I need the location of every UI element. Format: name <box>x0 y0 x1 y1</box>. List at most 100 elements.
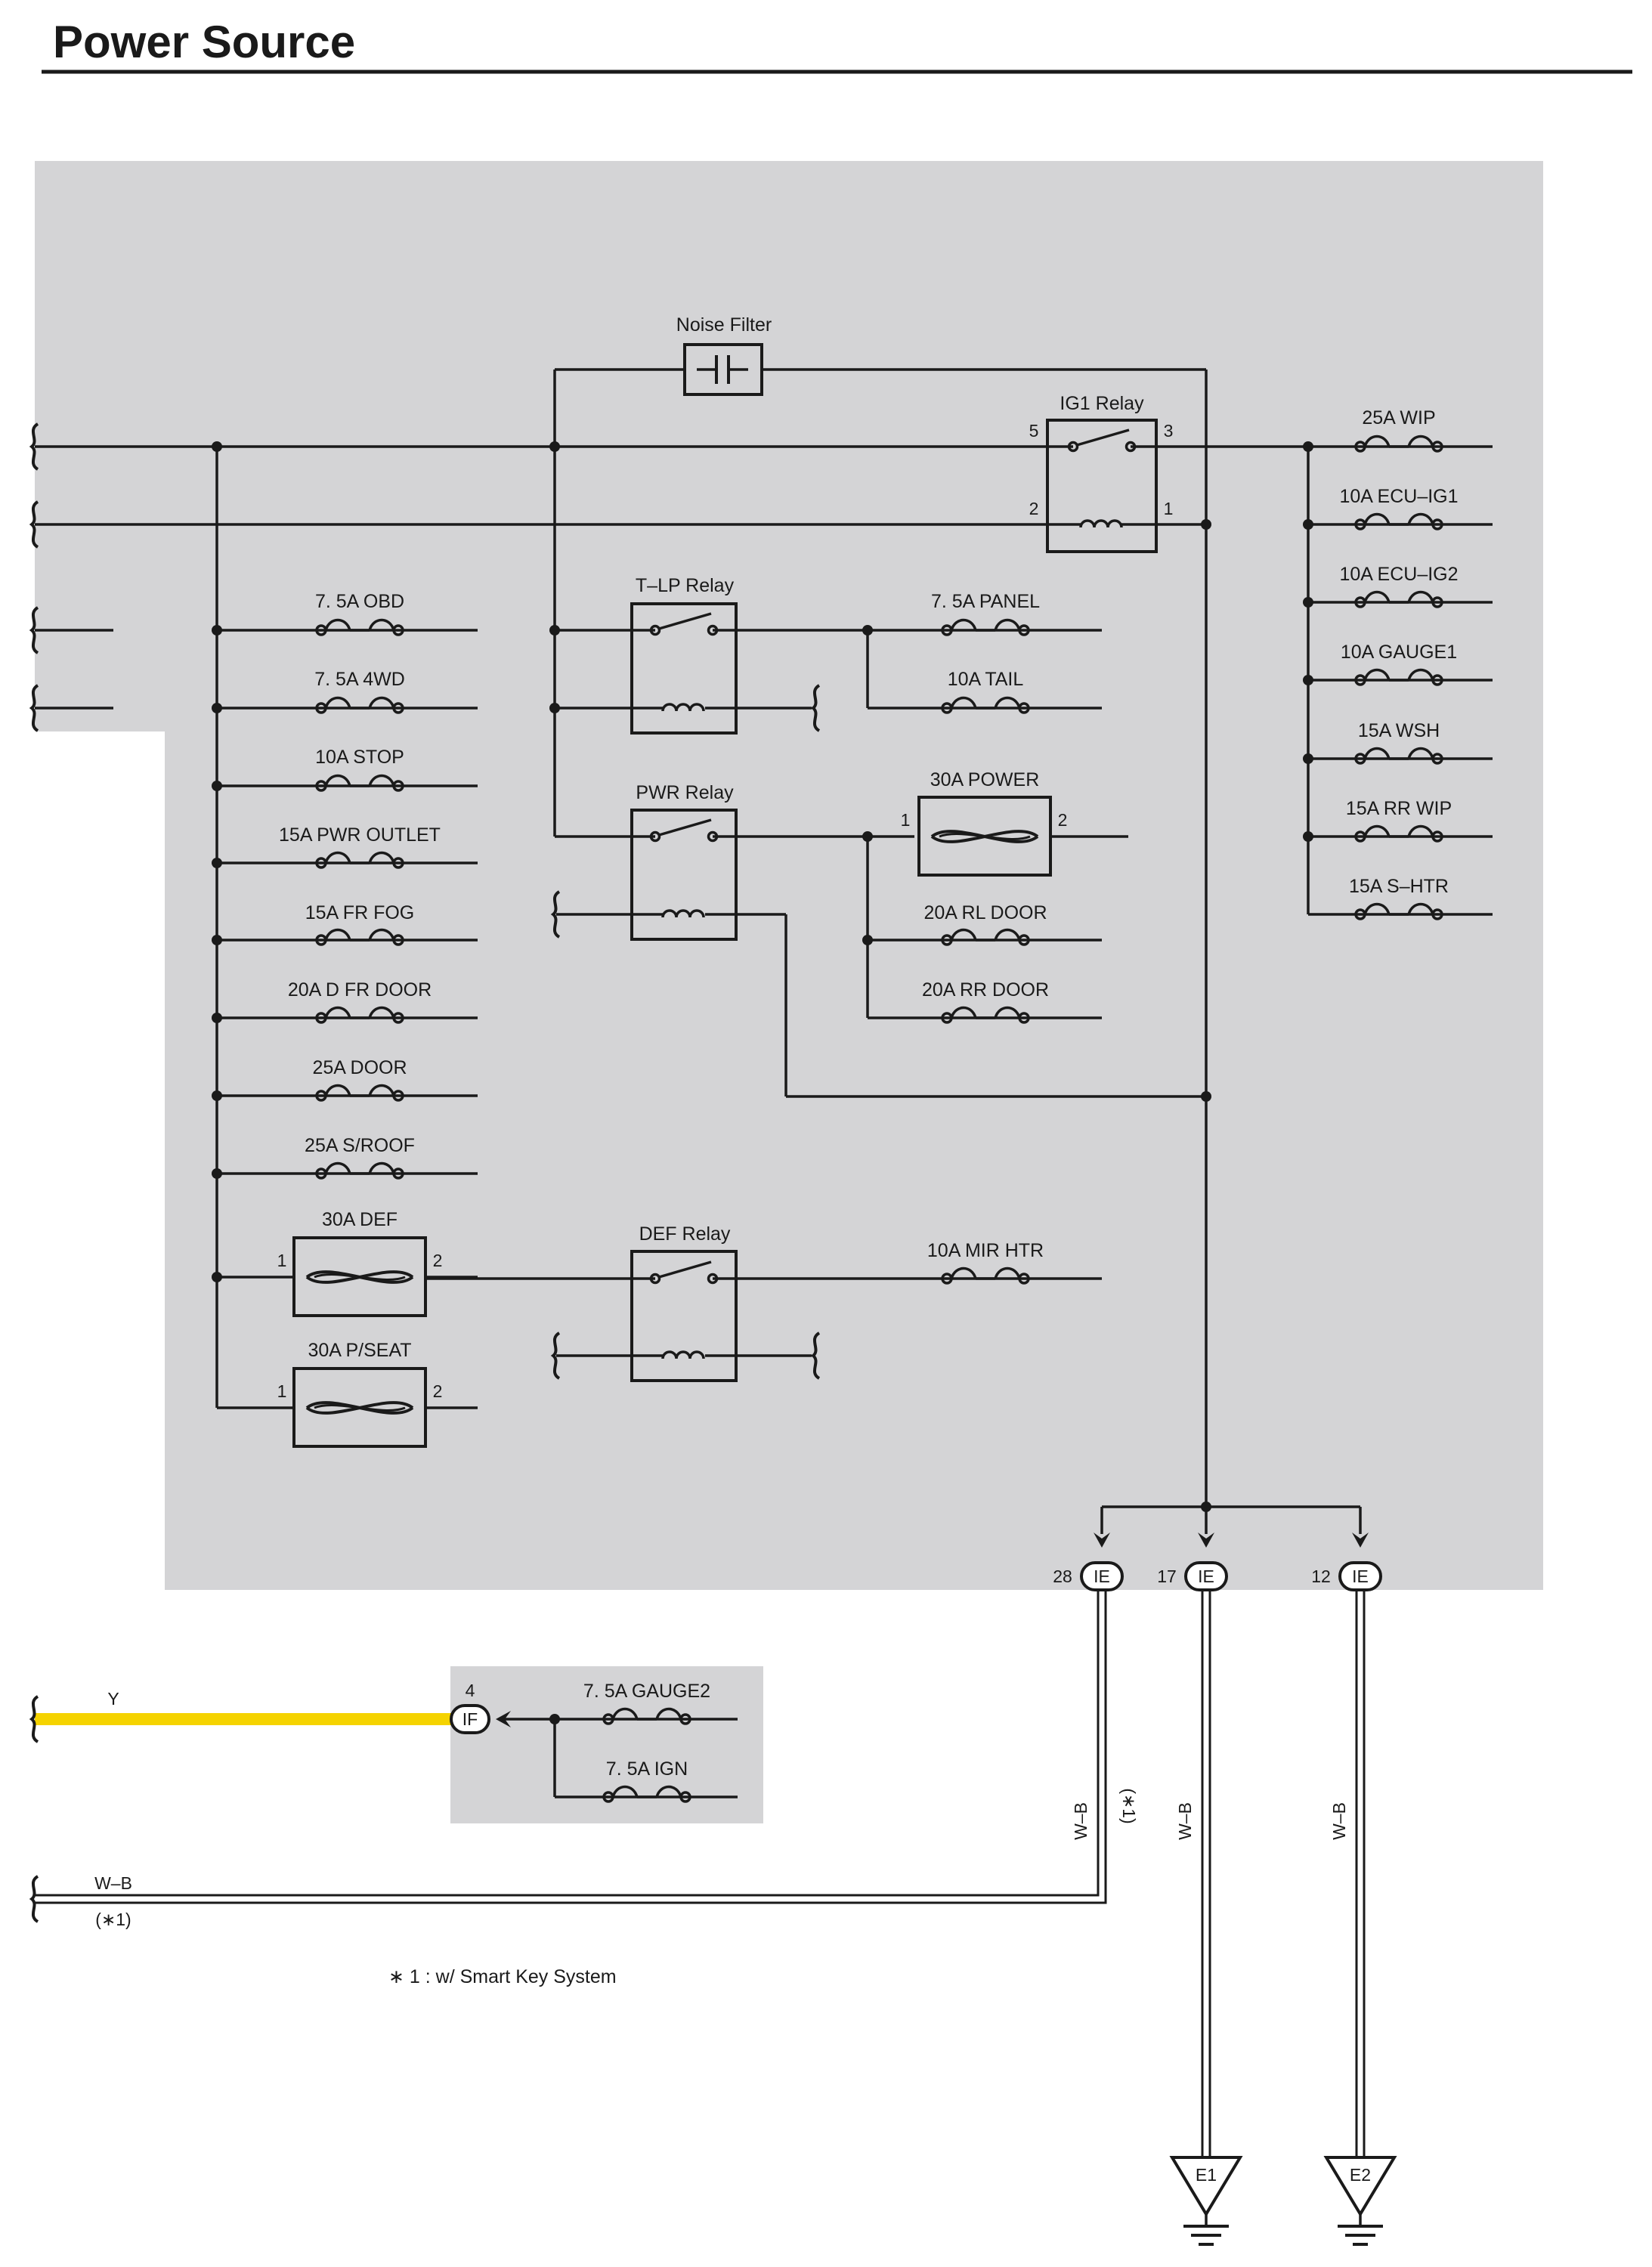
fuse-rr-door: 20A RR DOOR <box>868 979 1102 1024</box>
fuse-label: 15A FR FOG <box>305 902 414 923</box>
fuse-label: 10A GAUGE1 <box>1341 642 1457 663</box>
ig1-pin-2: 2 <box>1029 499 1039 518</box>
fusible-link-pseat: 30A P/SEAT 1 2 <box>217 1340 478 1448</box>
wire-color-label: W–B <box>1071 1802 1091 1840</box>
fuse-ecu-ig2: 10A ECU–IG2 <box>1303 564 1493 608</box>
pwr-relay: PWR Relay <box>552 782 1206 1098</box>
fuse-label: 10A ECU–IG2 <box>1339 564 1458 585</box>
fuse-rr-wip: 15A RR WIP <box>1303 798 1493 843</box>
ie-connector-12: IE 12 <box>1311 1561 1382 1591</box>
fuse-wsh: 15A WSH <box>1303 720 1493 765</box>
fuse-label: 20A RL DOOR <box>923 902 1047 923</box>
fuse-s-roof: 25A S/ROOF <box>212 1135 478 1180</box>
fuse-label: 25A S/ROOF <box>305 1135 415 1156</box>
yellow-wire: Y <box>30 1689 451 1743</box>
wire-color-label: W–B <box>94 1873 132 1893</box>
ig1-pin-5: 5 <box>1029 421 1039 441</box>
ground-label: E2 <box>1350 2165 1371 2185</box>
pwr-relay-label: PWR Relay <box>636 782 734 803</box>
fuse-stop: 10A STOP <box>212 747 478 792</box>
fuse-4wd: 7. 5A 4WD <box>217 669 478 714</box>
fusible-link-label: 30A P/SEAT <box>308 1340 411 1361</box>
connector-name: IE <box>1352 1566 1369 1586</box>
wire-color-label: W–B <box>1175 1802 1195 1840</box>
wb-wires: W–B (∗1) W–B W–B W–B (∗1) <box>30 1590 1366 2157</box>
fuse-label: 7. 5A OBD <box>315 591 404 612</box>
fuse-label: 10A STOP <box>315 747 404 768</box>
tlp-relay: T–LP Relay <box>555 575 868 735</box>
ie-connector-17: IE 17 <box>1157 1561 1228 1591</box>
pin-1: 1 <box>277 1251 287 1270</box>
fuse-mir-htr: 10A MIR HTR <box>927 1240 1044 1285</box>
ground-label: E1 <box>1196 2165 1217 2185</box>
wire-note-label: (∗1) <box>95 1910 131 1929</box>
fusible-link-power: 30A POWER 1 2 <box>901 769 1128 877</box>
connector-name: IF <box>462 1709 478 1729</box>
if-connector-group: IF 4 7. 5A GAUGE2 7. 5A IGN <box>450 1681 738 1803</box>
pin-2: 2 <box>1058 810 1068 830</box>
fuse-label: 15A S–HTR <box>1349 876 1449 897</box>
middle-fuse-column: 7. 5A PANEL 10A TAIL 30A POWER 1 2 20A R… <box>866 591 1128 1285</box>
fuse-label: 20A D FR DOOR <box>288 979 432 1001</box>
wire-color-label: W–B <box>1329 1802 1349 1840</box>
fuse-label: 20A RR DOOR <box>922 979 1049 1001</box>
fuse-label: 10A ECU–IG1 <box>1339 486 1458 507</box>
def-relay: DEF Relay <box>426 1223 1102 1382</box>
fuse-label: 7. 5A GAUGE2 <box>583 1681 710 1702</box>
ground-e1: E1 <box>1169 2156 1243 2246</box>
fusible-link-label: 30A POWER <box>930 769 1040 790</box>
pin-1: 1 <box>901 810 911 830</box>
page-title: Power Source <box>53 17 355 67</box>
fuse-label: 7. 5A IGN <box>606 1758 688 1780</box>
noise-filter: Noise Filter <box>676 314 772 396</box>
ig1-pin-3: 3 <box>1164 421 1174 441</box>
fuse-label: 10A MIR HTR <box>927 1240 1044 1261</box>
fuse-pwr-outlet: 15A PWR OUTLET <box>212 824 478 869</box>
fuse-label: 15A WSH <box>1358 720 1440 741</box>
footnote: ∗ 1 : w/ Smart Key System <box>388 1966 617 1987</box>
connector-pin: 12 <box>1311 1566 1331 1586</box>
fusible-link-label: 30A DEF <box>322 1209 398 1230</box>
def-relay-label: DEF Relay <box>639 1223 731 1245</box>
fuse-label: 15A PWR OUTLET <box>279 824 441 846</box>
connector-pin: 17 <box>1157 1566 1177 1586</box>
junction-block-panel <box>35 161 1543 1590</box>
ground-e2: E2 <box>1323 2156 1397 2246</box>
ie-connector-28: IE 28 <box>1053 1561 1124 1591</box>
fuse-label: 7. 5A 4WD <box>314 669 405 690</box>
ig1-relay: IG1 Relay 5 3 2 1 <box>1029 393 1174 553</box>
fuse-tail: 10A TAIL <box>866 630 1102 714</box>
fuse-gauge2: 7. 5A GAUGE2 <box>583 1681 710 1725</box>
fuse-s-htr: 15A S–HTR <box>1308 876 1493 920</box>
fuse-label: 7. 5A PANEL <box>931 591 1040 612</box>
fuse-label: 25A WIP <box>1362 407 1435 428</box>
pin-1: 1 <box>277 1381 287 1401</box>
left-fuse-column: 7. 5A OBD 7. 5A 4WD 10A STOP 15A PWR OUT… <box>212 591 478 1180</box>
fuse-ign: 7. 5A IGN <box>602 1758 691 1803</box>
connector-name: IE <box>1198 1566 1214 1586</box>
connector-pin: 28 <box>1053 1566 1072 1586</box>
fuse-gauge1: 10A GAUGE1 <box>1303 642 1493 686</box>
fuse-wip: 25A WIP <box>1354 407 1443 453</box>
ie-connector-group: IE 28 IE 17 IE 12 <box>1053 1505 1382 1591</box>
wire-note-label: (∗1) <box>1119 1788 1139 1823</box>
fuse-panel: 7. 5A PANEL <box>868 591 1102 636</box>
fuse-ecu-ig1: 10A ECU–IG1 <box>1303 486 1493 530</box>
ig1-relay-label: IG1 Relay <box>1060 393 1144 414</box>
fuse-label: 10A TAIL <box>948 669 1024 690</box>
fusible-link-def: 30A DEF 1 2 <box>212 1209 478 1317</box>
ig1-pin-1: 1 <box>1164 499 1174 518</box>
tlp-relay-label: T–LP Relay <box>636 575 735 596</box>
right-fuse-column: 25A WIP 10A ECU–IG1 10A ECU–IG2 10A GAUG… <box>1303 407 1493 920</box>
fuse-label: 25A DOOR <box>312 1057 407 1078</box>
fuse-rl-door: 20A RL DOOR <box>866 837 1102 1018</box>
connector-pin: 4 <box>466 1681 475 1700</box>
fuse-fr-fog: 15A FR FOG <box>212 902 478 946</box>
wire-color-label: Y <box>107 1689 119 1709</box>
fuse-d-fr-door: 20A D FR DOOR <box>212 979 478 1024</box>
connector-name: IE <box>1094 1566 1110 1586</box>
fuse-obd: 7. 5A OBD <box>217 591 478 636</box>
pin-2: 2 <box>433 1251 443 1270</box>
noise-filter-label: Noise Filter <box>676 314 772 336</box>
